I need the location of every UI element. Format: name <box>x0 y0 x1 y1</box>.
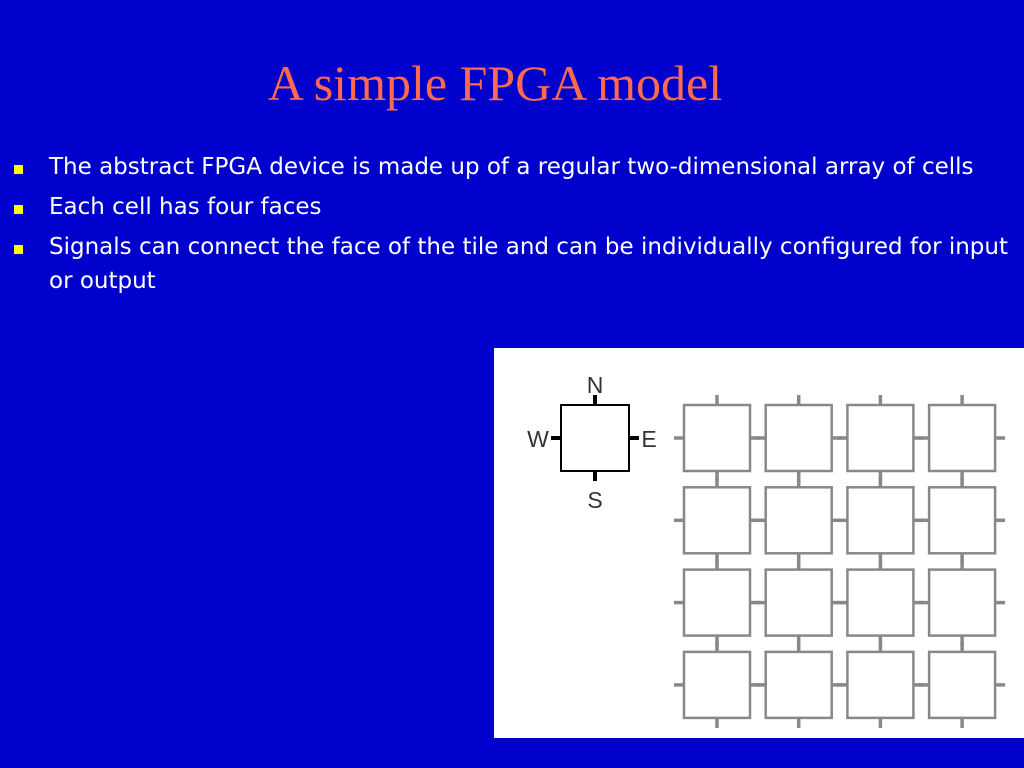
grid-cell <box>846 568 915 637</box>
grid-cell <box>764 486 833 555</box>
bullet-text: Signals can connect the face of the tile… <box>49 234 1008 294</box>
bullet-marker-icon <box>14 165 23 174</box>
grid-cell <box>927 568 997 637</box>
grid-cell <box>764 568 833 637</box>
grid-cell <box>846 650 915 720</box>
bullet-text: Each cell has four faces <box>49 194 322 220</box>
grid-cell <box>846 486 915 555</box>
grid-cell <box>682 650 752 720</box>
grid-cell <box>682 486 752 555</box>
west-label: W <box>527 426 549 452</box>
slide-title: A simple FPGA model <box>267 55 723 111</box>
fpga-diagram: N S W E <box>494 348 1024 738</box>
bullet-item: Signals can connect the face of the tile… <box>12 230 1017 298</box>
single-cell-box <box>560 404 630 472</box>
bullet-marker-icon <box>14 205 23 214</box>
grid-cell <box>927 486 997 555</box>
east-label: E <box>641 426 656 452</box>
grid-cell <box>764 403 833 473</box>
fpga-diagram-svg: N S W E <box>527 372 1006 728</box>
bullet-marker-icon <box>14 245 23 254</box>
bullet-text: The abstract FPGA device is made up of a… <box>49 154 974 180</box>
cell-grid <box>674 395 1006 728</box>
grid-cell <box>846 403 915 473</box>
grid-cell <box>927 650 997 720</box>
south-label: S <box>587 487 602 513</box>
bullet-item: The abstract FPGA device is made up of a… <box>12 150 1017 184</box>
grid-cell <box>682 568 752 637</box>
grid-cell <box>682 403 752 473</box>
bullet-item: Each cell has four faces <box>12 190 1017 224</box>
grid-cell <box>764 650 833 720</box>
grid-cell <box>927 403 997 473</box>
north-label: N <box>587 372 604 398</box>
bullet-list: The abstract FPGA device is made up of a… <box>12 150 1017 304</box>
single-cell: N S W E <box>527 372 657 513</box>
